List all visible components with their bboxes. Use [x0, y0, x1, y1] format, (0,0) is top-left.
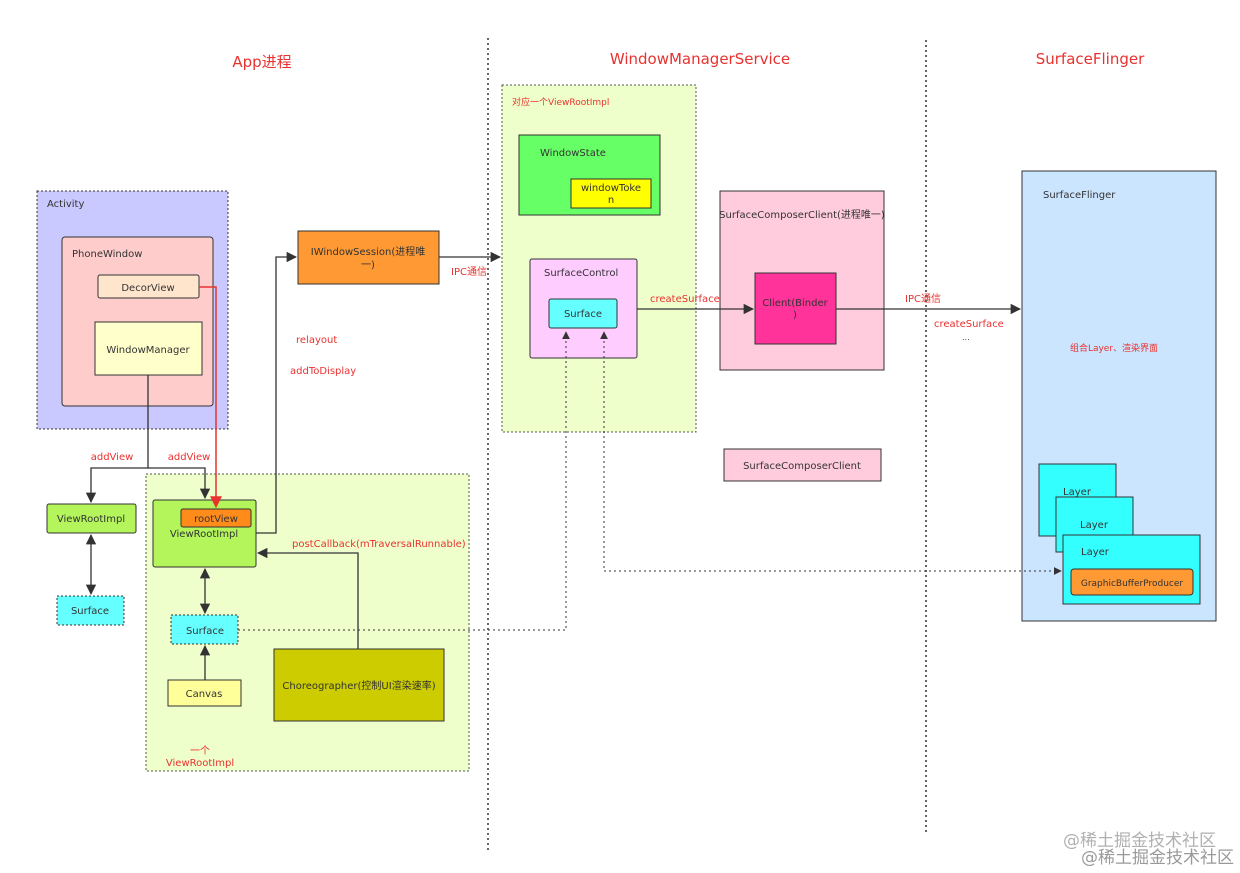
- choreographer-label: Choreographer(控制UI渲染速率): [282, 679, 435, 692]
- ipc-label-1: IPC通信: [451, 266, 487, 278]
- wm-to-viewroot-main-arrow: [148, 467, 211, 500]
- canvas-box: [167, 679, 242, 707]
- section-title-sf: SurfaceFlinger: [1036, 50, 1145, 68]
- layer-to-surface-wms-dashed: [600, 331, 1062, 575]
- surface-mid-box: [170, 614, 239, 645]
- post-callback-label: postCallback(mTraversalRunnable): [292, 539, 466, 550]
- add-view-label-1: addView: [91, 452, 134, 463]
- layer-label-3: Layer: [1081, 547, 1110, 558]
- add-to-display-label: addToDisplay: [290, 366, 356, 377]
- scc-small-label: SurfaceComposerClient: [743, 461, 861, 472]
- viewroot-to-iwindowsession-arrow: [256, 251, 298, 534]
- watermark-line-2: @稀土掘金技术社区: [1081, 848, 1234, 868]
- client-binder-label-2: ): [793, 310, 797, 321]
- window-token-label-2: n: [608, 195, 614, 206]
- section-title-wms: WindowManagerService: [610, 50, 790, 68]
- view-root-impl-left-label: ViewRootImpl: [57, 514, 125, 525]
- window-token-label-1: windowToke: [581, 183, 641, 194]
- client-binder-label-1: Client(Binder: [762, 298, 828, 309]
- one-view-root-label-1: 一个: [190, 745, 210, 757]
- window-token-box: [570, 178, 652, 209]
- decor-to-rootview-arrow: [199, 286, 222, 509]
- graphic-buffer-producer-box: [1070, 568, 1194, 596]
- surface-flinger-label: SurfaceFlinger: [1043, 190, 1116, 201]
- window-manager-label: WindowManager: [106, 345, 190, 356]
- surface-wms-box: [548, 298, 618, 329]
- section-title-app: App进程: [232, 53, 291, 71]
- root-view-label: rootView: [194, 514, 238, 525]
- choreographer-to-viewroot-arrow: [256, 547, 359, 649]
- one-view-root-label-2: ViewRootImpl: [166, 758, 234, 769]
- scc-group-label: SurfaceComposerClient(进程唯一): [719, 209, 885, 221]
- activity-label: Activity: [47, 199, 84, 210]
- ellipsis-label: ...: [962, 333, 970, 342]
- iwindow-session-label-1: IWindowSession(进程唯: [311, 246, 425, 258]
- surface-wms-label: Surface: [564, 309, 602, 320]
- surface-mid-to-surface-wms-dashed: [238, 331, 570, 631]
- window-manager-box: [94, 321, 203, 376]
- iwindow-session-label-2: 一): [361, 260, 375, 271]
- root-view-box: [180, 508, 252, 528]
- decor-view-label: DecorView: [121, 283, 174, 294]
- layer-label-2: Layer: [1080, 520, 1109, 531]
- surface-control-label: SurfaceControl: [544, 268, 618, 279]
- surface-left-box: [56, 595, 125, 626]
- view-root-impl-label: ViewRootImpl: [170, 529, 238, 540]
- layer-label-1: Layer: [1063, 487, 1092, 498]
- iwindow-session-box: [297, 230, 440, 285]
- create-surface-label-1: createSurface: [650, 294, 720, 305]
- create-surface-label-2: createSurface: [934, 319, 1004, 330]
- graphic-buffer-producer-label: GraphicBufferProducer: [1081, 579, 1184, 589]
- relayout-label: relayout: [296, 335, 337, 346]
- phone-window-label: PhoneWindow: [72, 249, 142, 260]
- window-state-label: WindowState: [540, 148, 606, 159]
- watermark-line-1: @稀土掘金技术社区: [1063, 831, 1216, 851]
- surface-mid-label: Surface: [186, 626, 224, 637]
- surface-left-label: Surface: [71, 606, 109, 617]
- wms-group-label: 对应一个ViewRootImpl: [512, 96, 609, 108]
- canvas-label: Canvas: [186, 689, 223, 700]
- view-root-impl-left-box: [46, 503, 137, 534]
- choreographer-box: [273, 648, 445, 722]
- add-view-label-2: addView: [168, 452, 211, 463]
- surface-flinger-desc: 组合Layer、渲染界面: [1070, 342, 1158, 354]
- ipc-label-2: IPC通信: [905, 293, 941, 305]
- wm-to-viewroot-left-arrow: [85, 375, 149, 504]
